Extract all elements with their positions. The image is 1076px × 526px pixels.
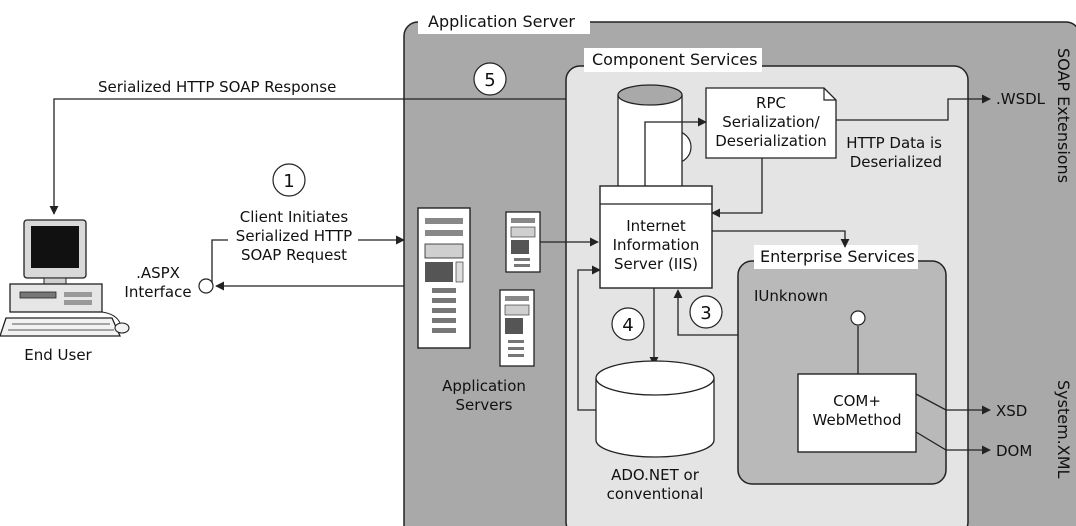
step-3-circle xyxy=(689,295,723,329)
step-1-number: 1 xyxy=(283,171,294,192)
aspx-label-line2: Interface xyxy=(124,283,191,301)
iis-label-line1: Internet xyxy=(626,217,686,235)
step-5-circle xyxy=(473,62,507,96)
component-services-label: Component Services xyxy=(592,50,757,69)
application-servers-label-line1: Application xyxy=(442,377,526,395)
soap-extensions-label: SOAP Extensions xyxy=(1054,48,1073,183)
rpc-serialization-document xyxy=(705,87,837,159)
iis-server-box xyxy=(599,185,713,289)
enterprise-to-iis-arrow xyxy=(673,289,738,336)
soap-response-label: Serialized HTTP SOAP Response xyxy=(98,78,336,96)
com-label-line2: WebMethod xyxy=(813,411,902,429)
step-4-number: 4 xyxy=(622,315,633,336)
application-server-small-tower-icon-2 xyxy=(499,289,535,367)
application-server-label: Application Server xyxy=(428,12,575,31)
com-label-line1: COM+ xyxy=(833,392,881,410)
dom-label: DOM xyxy=(996,442,1032,460)
com-to-xsd-arrow xyxy=(915,393,991,415)
iis-label-line3: Server (IIS) xyxy=(614,255,698,273)
iunknown-label: IUnknown xyxy=(754,287,828,305)
end-user-computer-icon xyxy=(0,219,130,337)
rpc-to-wsdl-arrow xyxy=(836,94,991,121)
end-user-label: End User xyxy=(24,346,92,364)
rpc-label-line3: Deserialization xyxy=(715,132,826,150)
request-label-line1: Client Initiates xyxy=(240,208,349,226)
application-server-small-tower-icon-1 xyxy=(505,211,541,273)
aspx-label-line1: .ASPX xyxy=(136,264,180,282)
iunknown-lollipop xyxy=(850,310,866,326)
rpc-label-line1: RPC xyxy=(756,94,786,112)
step-1-circle xyxy=(272,163,306,197)
application-servers-label-line2: Servers xyxy=(455,396,512,414)
aspx-interface-lollipop xyxy=(198,278,214,294)
iis-label-line2: Information xyxy=(613,236,700,254)
step-3-number: 3 xyxy=(700,303,711,324)
wsdl-label: .WSDL xyxy=(996,90,1046,108)
enterprise-services-label: Enterprise Services xyxy=(760,247,915,266)
soap-pipe-cylinder xyxy=(617,84,683,189)
xsd-label: XSD xyxy=(996,402,1027,420)
soap-response-arrow xyxy=(49,98,566,215)
step-5-number: 5 xyxy=(484,70,495,91)
http-data-label-line1: HTTP Data is xyxy=(846,134,942,152)
rpc-label-line2: Serialization/ xyxy=(722,113,820,131)
step-4-circle xyxy=(611,307,645,341)
ado-database-cylinder xyxy=(595,360,715,458)
ado-label-line2: conventional xyxy=(607,485,704,503)
ado-label-line1: ADO.NET or xyxy=(611,466,700,484)
com-to-dom-arrow xyxy=(915,431,991,455)
database-to-iis-arrow xyxy=(577,265,601,411)
application-server-tower-icon xyxy=(417,207,471,349)
iis-to-rpc-arrow xyxy=(644,117,707,186)
http-data-label-line2: Deserialized xyxy=(850,153,942,171)
request-label-line2: Serialized HTTP xyxy=(236,227,352,245)
rpc-to-iis-arrow xyxy=(711,158,763,218)
request-label-line3: SOAP Request xyxy=(241,246,347,264)
com-webmethod-box xyxy=(797,373,917,453)
iis-to-enterprise-arrow xyxy=(712,230,850,248)
system-xml-label: System.XML xyxy=(1054,380,1073,479)
